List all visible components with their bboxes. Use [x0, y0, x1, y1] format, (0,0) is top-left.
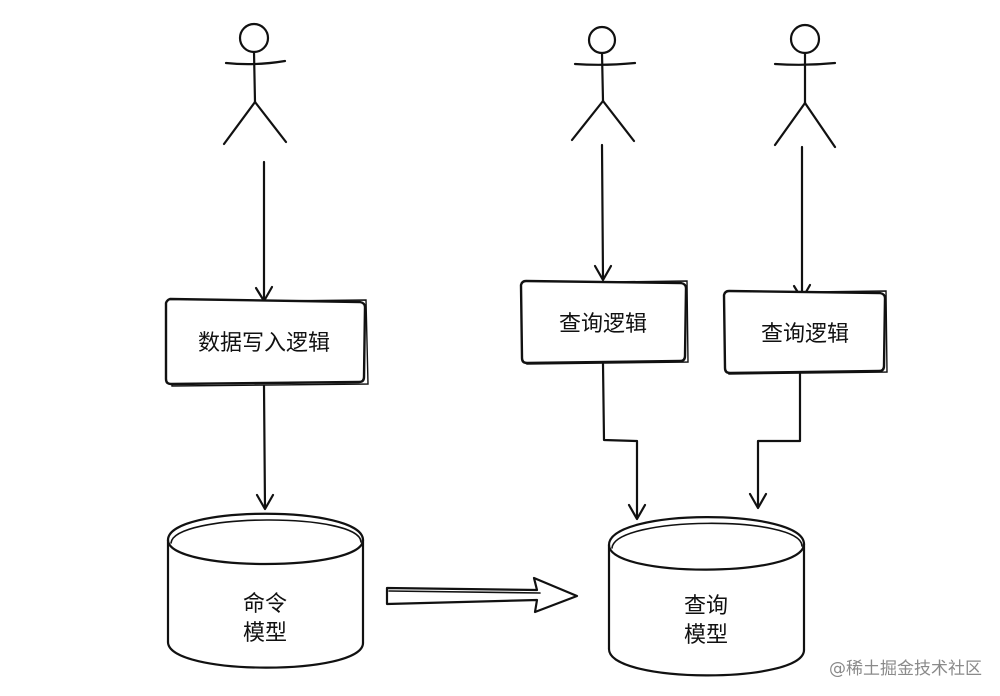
arrow-actor1-to-write-logic: [254, 160, 274, 303]
sync-arrow: [385, 576, 579, 614]
command-model-label-line1: 命令: [243, 592, 287, 617]
actor-2-icon: [570, 25, 637, 143]
write-logic-box: 数据写入逻辑: [164, 297, 369, 387]
arrow-actor3-to-query-logic-2: [792, 145, 812, 301]
write-logic-label: 数据写入逻辑: [198, 331, 330, 356]
query-model-label-line1: 查询: [684, 594, 728, 619]
query-logic-box-2: 查询逻辑: [722, 289, 888, 375]
watermark: @稀土掘金技术社区: [829, 659, 982, 679]
query-logic-box-1: 查询逻辑: [519, 279, 689, 365]
query-model-database: 查询 模型: [607, 516, 806, 677]
arrow-actor2-to-query-logic-1: [593, 143, 613, 282]
query-logic-1-label: 查询逻辑: [559, 312, 647, 337]
arrow-query-logic-2-to-query-model: [748, 372, 802, 510]
actor-3-icon: [773, 23, 837, 149]
command-model-database: 命令 模型: [166, 512, 365, 669]
query-logic-2-label: 查询逻辑: [761, 322, 849, 347]
actor-1-icon: [222, 22, 288, 146]
arrow-query-logic-1-to-query-model: [601, 362, 647, 521]
query-model-label-line2: 模型: [684, 623, 728, 648]
command-model-label-line2: 模型: [243, 621, 287, 646]
arrow-write-logic-to-command-model: [255, 384, 275, 511]
